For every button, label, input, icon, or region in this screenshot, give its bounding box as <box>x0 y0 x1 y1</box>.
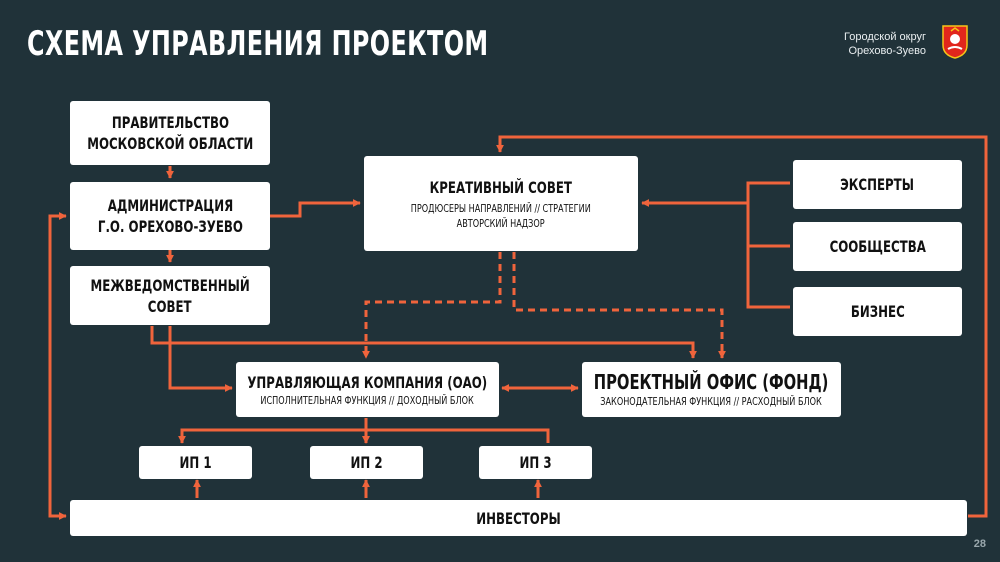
city-crest-icon <box>942 25 968 59</box>
administration-line2: Г.О. ОРЕХОВО-ЗУЕВО <box>97 217 243 236</box>
dashed-creative-office <box>512 252 726 359</box>
box-management-company: УПРАВЛЯЮЩАЯ КОМПАНИЯ (ОАО) ИСПОЛНИТЕЛЬНА… <box>236 362 499 417</box>
ip1-label: ИП 1 <box>179 453 212 472</box>
project-office-sub: ЗАКОНОДАТЕЛЬНАЯ ФУНКЦИЯ // РАСХОДНЫЙ БЛО… <box>600 395 823 408</box>
box-experts: ЭКСПЕРТЫ <box>793 160 962 209</box>
box-communities: СООБЩЕСТВА <box>793 222 962 271</box>
arrow-interagency-office <box>150 326 697 359</box>
box-government: ПРАВИТЕЛЬСТВО МОСКОВСКОЙ ОБЛАСТИ <box>70 101 270 165</box>
box-ip2: ИП 2 <box>310 446 423 479</box>
dashed-creative-management <box>362 252 502 359</box>
communities-label: СООБЩЕСТВА <box>829 237 926 256</box>
box-administration: АДМИНИСТРАЦИЯ Г.О. ОРЕХОВО-ЗУЕВО <box>70 182 270 250</box>
org-name-line2: Орехово-Зуево <box>848 45 926 57</box>
business-label: БИЗНЕС <box>850 302 905 321</box>
page-title: СХЕМА УПРАВЛЕНИЯ ПРОЕКТОМ <box>27 24 489 64</box>
box-creative-council: КРЕАТИВНЫЙ СОВЕТ ПРОДЮСЕРЫ НАПРАВЛЕНИЙ /… <box>364 156 638 251</box>
interagency-line2: СОВЕТ <box>148 296 192 316</box>
box-business: БИЗНЕС <box>793 287 962 336</box>
management-sub: ИСПОЛНИТЕЛЬНАЯ ФУНКЦИЯ // ДОХОДНЫЙ БЛОК <box>260 393 475 407</box>
arrow-investors-admin <box>48 212 67 520</box>
page-number: 28 <box>973 538 986 550</box>
org-name-line1: Городской округ <box>844 31 926 43</box>
box-project-office: ПРОЕКТНЫЙ ОФИС (ФОНД) ЗАКОНОДАТЕЛЬНАЯ ФУ… <box>582 362 841 417</box>
interagency-line1: МЕЖВЕДОМСТВЕННЫЙ <box>90 275 250 295</box>
creative-sub1: ПРОДЮСЕРЫ НАПРАВЛЕНИЙ // СТРАТЕГИИ <box>410 201 592 215</box>
investors-label: ИНВЕСТОРЫ <box>476 508 561 528</box>
experts-label: ЭКСПЕРТЫ <box>840 175 915 194</box>
government-line1: ПРАВИТЕЛЬСТВО <box>111 113 229 132</box>
box-interagency-council: МЕЖВЕДОМСТВЕННЫЙ СОВЕТ <box>70 266 270 325</box>
arrow-stakeholders-creative <box>642 181 790 309</box>
government-line2: МОСКОВСКОЙ ОБЛАСТИ <box>87 134 253 153</box>
project-office-title: ПРОЕКТНЫЙ ОФИС (ФОНД) <box>594 370 829 394</box>
management-title: УПРАВЛЯЮЩАЯ КОМПАНИЯ (ОАО) <box>247 372 488 392</box>
creative-title: КРЕАТИВНЫЙ СОВЕТ <box>429 177 573 197</box>
arrow-investors-creative <box>496 135 988 518</box>
administration-line1: АДМИНИСТРАЦИЯ <box>107 196 233 215</box>
org-name: Городской округ Орехово-Зуево <box>844 30 926 58</box>
box-investors: ИНВЕСТОРЫ <box>70 500 967 536</box>
box-ip3: ИП 3 <box>479 446 592 479</box>
ip3-label: ИП 3 <box>519 453 552 472</box>
ip2-label: ИП 2 <box>350 453 383 472</box>
box-ip1: ИП 1 <box>139 446 252 479</box>
creative-sub2: АВТОРСКИЙ НАДЗОР <box>457 216 545 230</box>
arrow-admin-creative <box>270 199 361 218</box>
arrow-interagency-management <box>168 326 233 392</box>
